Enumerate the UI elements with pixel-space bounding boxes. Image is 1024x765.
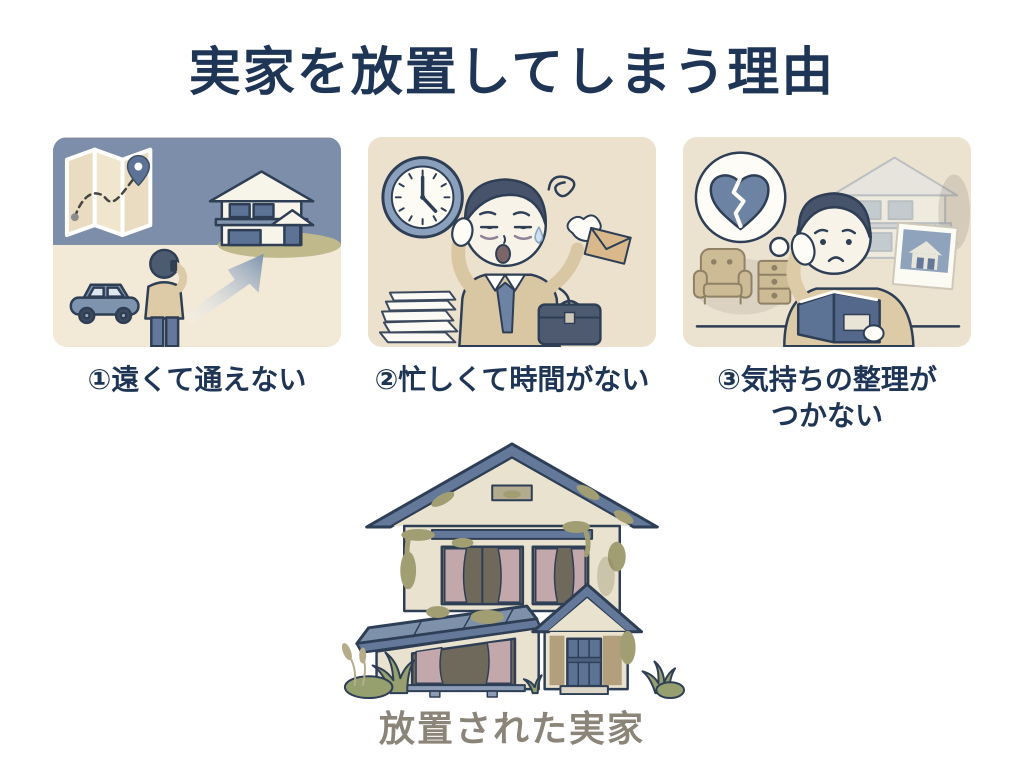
briefcase-icon [537,299,602,346]
tired-man-icon [451,178,632,347]
clock-icon [381,156,464,239]
reason-1-caption: ①遠くて通えない [88,362,307,398]
upper-window-left [440,545,525,605]
hand-on-cheek [790,232,816,266]
reason-1: ①遠くて通えない [53,137,341,434]
page-title: 実家を放置してしまう理由 [188,43,836,103]
location-pin-icon [126,154,151,187]
paper-stack-icon [378,290,459,344]
hair [797,192,871,239]
dizzy-scribble-icon [547,175,576,198]
caption-line: ①遠くて通えない [87,363,307,396]
reason-3: ③気持ちの整理が つかない [683,137,971,434]
open-mouth [495,243,512,264]
abandoned-house-label: 放置された実家 [378,708,645,750]
arrow-icon [182,253,264,325]
sad-man-icon [783,192,915,347]
car-icon [69,283,140,325]
dry-stalks [341,642,367,686]
caption-line: ②忙しくて時間がない [374,363,650,396]
necktie-icon [496,281,515,334]
panel3-svg [683,137,971,347]
distant-house-icon [208,170,315,247]
person-back-icon [144,248,188,347]
reason-2-caption: ②忙しくて時間がない [375,362,650,398]
reason-3-caption: ③気持ちの整理が つかない [717,362,937,434]
reason-2-illustration [368,137,656,347]
abandoned-house-illustration [338,438,686,700]
abandoned-house-section: 放置された実家 [0,438,1024,752]
door-icon [566,637,603,688]
moss-patches [400,484,636,665]
reason-1-illustration [53,137,341,347]
entrance [531,582,643,695]
sweat-drop-icon [534,226,544,244]
caption-line: つかない [770,398,883,432]
reason-3-illustration [683,137,971,347]
panel1-svg [53,137,341,347]
abandoned-house-svg [341,442,686,699]
hand-on-head [451,217,474,247]
dresser-icon [757,259,792,305]
photo-icon [891,221,959,291]
panel2-svg [368,137,656,347]
reason-2: ②忙しくて時間がない [368,137,656,434]
map-icon [64,147,153,238]
hair [464,178,548,227]
phone-icon [170,259,178,272]
reasons-row: ①遠くて通えない [0,137,1024,434]
caption-line: ③気持ちの整理が [717,363,937,396]
abandoned-house-icon [341,442,686,699]
envelope-icon [583,226,632,265]
armchair-icon [692,247,753,305]
overgrown-grass [343,651,686,699]
